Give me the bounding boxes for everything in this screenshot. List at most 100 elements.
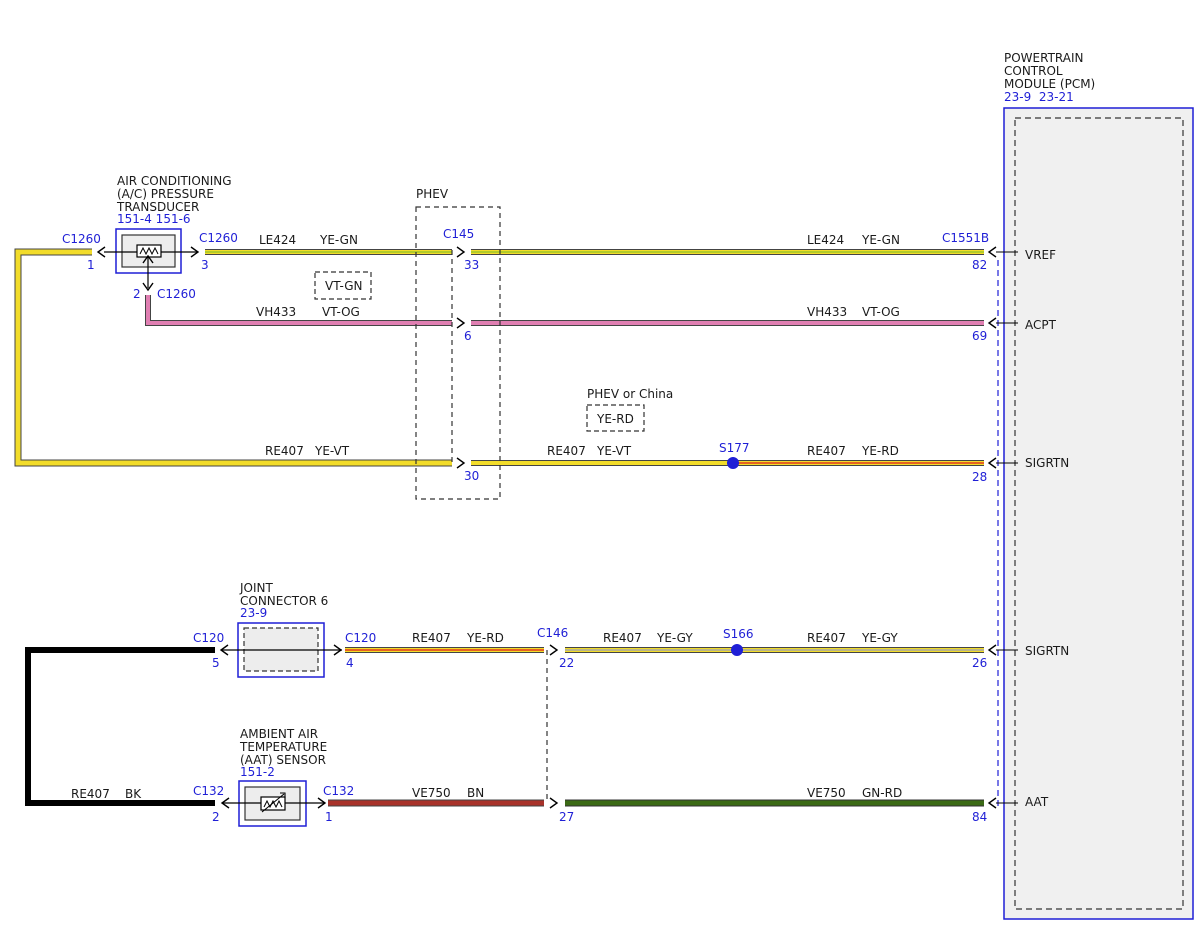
c1551b-pin-82: 82 xyxy=(972,258,987,272)
wire-re407-f-circuit: RE407 xyxy=(807,631,846,645)
pcm-pin-vref: VREF xyxy=(1025,248,1056,262)
ac-refs: 151-4 151-6 xyxy=(117,212,191,226)
c1551b-pin-69: 69 xyxy=(972,329,987,343)
wire-re407-c-color: YE-RD xyxy=(861,444,899,458)
wire-re407-loop xyxy=(14,248,452,467)
c1551b-pin-28: 28 xyxy=(972,470,987,484)
aat-sensor: AMBIENT AIR TEMPERATURE (AAT) SENSOR 151… xyxy=(193,727,354,827)
ac-title-line-2: (A/C) PRESSURE xyxy=(117,187,214,201)
wire-re407-b-color: YE-VT xyxy=(596,444,632,458)
phev-or-china-label: PHEV or China xyxy=(587,387,673,401)
wire-le424-a-circuit: LE424 xyxy=(259,233,296,247)
pcm-pin-acpt: ACPT xyxy=(1025,318,1057,332)
pcm-outline xyxy=(1003,107,1194,920)
aat-refs: 151-2 xyxy=(240,765,275,779)
c145-pin-6: 6 xyxy=(464,329,472,343)
c146-pin-27: 27 xyxy=(559,810,574,824)
wire-le424-b-color: YE-GN xyxy=(861,233,900,247)
ac-title-line-3: TRANSDUCER xyxy=(116,200,199,214)
jc-pin-left: 5 xyxy=(212,656,220,670)
jc-conn-left: C120 xyxy=(193,631,224,645)
jc-pin-right: 4 xyxy=(346,656,354,670)
jc-title-line-2: CONNECTOR 6 xyxy=(240,594,328,608)
wire-vh433-a xyxy=(145,295,452,326)
aat-conn-right: C132 xyxy=(323,784,354,798)
c1551b-pin-84: 84 xyxy=(972,810,987,824)
aat-conn-left: C132 xyxy=(193,784,224,798)
ac-pressure-transducer: AIR CONDITIONING (A/C) PRESSURE TRANSDUC… xyxy=(62,174,238,301)
wire-re407-e-color: YE-GY xyxy=(656,631,693,645)
wires xyxy=(14,248,984,807)
splice-s166 xyxy=(731,644,743,656)
c1551b-label: C1551B xyxy=(942,231,989,245)
joint-connector-6: JOINT CONNECTOR 6 23-9 C120 5 C120 4 xyxy=(193,581,376,678)
wire-ve750-a-color: BN xyxy=(467,786,484,800)
ac-sensor-icon xyxy=(136,244,162,258)
ac-conn-right: C1260 xyxy=(199,231,238,245)
splice-s177-label: S177 xyxy=(719,441,750,455)
wire-re407-a-circuit: RE407 xyxy=(265,444,304,458)
phev-box: PHEV C145 33 6 30 xyxy=(415,187,501,500)
jc-title-line-1: JOINT xyxy=(239,581,274,595)
aat-title-line-3: (AAT) SENSOR xyxy=(240,753,326,767)
pcm-pin-sigrtn-2: SIGRTN xyxy=(1025,644,1069,658)
variant-labels: VT-GN PHEV or China YE-RD xyxy=(314,271,673,432)
wire-ve750-a-circuit: VE750 xyxy=(412,786,451,800)
aat-pin-left: 2 xyxy=(212,810,220,824)
ac-conn-left: C1260 xyxy=(62,232,101,246)
pcm-title-line-3: MODULE (PCM) xyxy=(1004,77,1095,91)
pcm-module: POWERTRAIN CONTROL MODULE (PCM) 23-9 23-… xyxy=(997,51,1194,920)
ac-title-line-1: AIR CONDITIONING xyxy=(117,174,232,188)
c146-pin-22: 22 xyxy=(559,656,574,670)
ye-rd-variant-label: YE-RD xyxy=(596,412,634,426)
ac-conn-bottom: C1260 xyxy=(157,287,196,301)
wire-re407-bk-color: BK xyxy=(125,787,142,801)
jc-refs: 23-9 xyxy=(240,606,267,620)
ye-rd-dashed-box xyxy=(586,404,645,432)
c145-label: C145 xyxy=(443,227,474,241)
wire-re407-bk-circuit: RE407 xyxy=(71,787,110,801)
vt-gn-label: VT-GN xyxy=(325,279,362,293)
wire-vh433-b-circuit: VH433 xyxy=(807,305,847,319)
wire-ve750-b-color: GN-RD xyxy=(862,786,902,800)
wire-re407-bk xyxy=(25,647,215,806)
wire-re407-b-circuit: RE407 xyxy=(547,444,586,458)
pcm-pin-sigrtn-1: SIGRTN xyxy=(1025,456,1069,470)
phev-dashed-box xyxy=(415,206,501,500)
pcm-refs: 23-9 23-21 xyxy=(1004,90,1074,104)
wire-re407-c-circuit: RE407 xyxy=(807,444,846,458)
wire-re407-a-color: YE-VT xyxy=(314,444,350,458)
aat-title-line-1: AMBIENT AIR xyxy=(240,727,318,741)
wire-re407-d-circuit: RE407 xyxy=(412,631,451,645)
c145-pin-30: 30 xyxy=(464,469,479,483)
pcm-title-line-2: CONTROL xyxy=(1004,64,1063,78)
wire-labels: LE424 YE-GN LE424 YE-GN VH433 VT-OG VH43… xyxy=(71,233,902,801)
pcm-title-line-1: POWERTRAIN xyxy=(1004,51,1084,65)
pcm-pin-aat: AAT xyxy=(1025,795,1049,809)
splices: S177 S166 xyxy=(719,441,754,656)
c146-connector: C146 22 27 xyxy=(537,626,574,824)
vt-gn-dashed-box xyxy=(314,271,372,300)
wire-re407-d-color: YE-RD xyxy=(466,631,504,645)
phev-label: PHEV xyxy=(416,187,449,201)
jc-conn-right: C120 xyxy=(345,631,376,645)
wire-le424-b-circuit: LE424 xyxy=(807,233,844,247)
wire-le424-a-color: YE-GN xyxy=(319,233,358,247)
pcm-inner-dashed xyxy=(1014,117,1184,910)
wire-re407-f-color: YE-GY xyxy=(861,631,898,645)
wire-re407-e-circuit: RE407 xyxy=(603,631,642,645)
wire-vh433-a-color: VT-OG xyxy=(322,305,360,319)
splice-s177 xyxy=(727,457,739,469)
aat-pin-right: 1 xyxy=(325,810,333,824)
c1551b-connector: C1551B 82 69 28 26 84 xyxy=(942,231,1018,824)
aat-title-line-2: TEMPERATURE xyxy=(239,740,327,754)
c1551b-pin-26: 26 xyxy=(972,656,987,670)
wire-vh433-a-circuit: VH433 xyxy=(256,305,296,319)
ac-pin-bottom: 2 xyxy=(133,287,141,301)
c145-pin-33: 33 xyxy=(464,258,479,272)
wire-ve750-b-circuit: VE750 xyxy=(807,786,846,800)
splice-s166-label: S166 xyxy=(723,627,754,641)
ac-pin-right: 3 xyxy=(201,258,209,272)
wire-vh433-b-color: VT-OG xyxy=(862,305,900,319)
